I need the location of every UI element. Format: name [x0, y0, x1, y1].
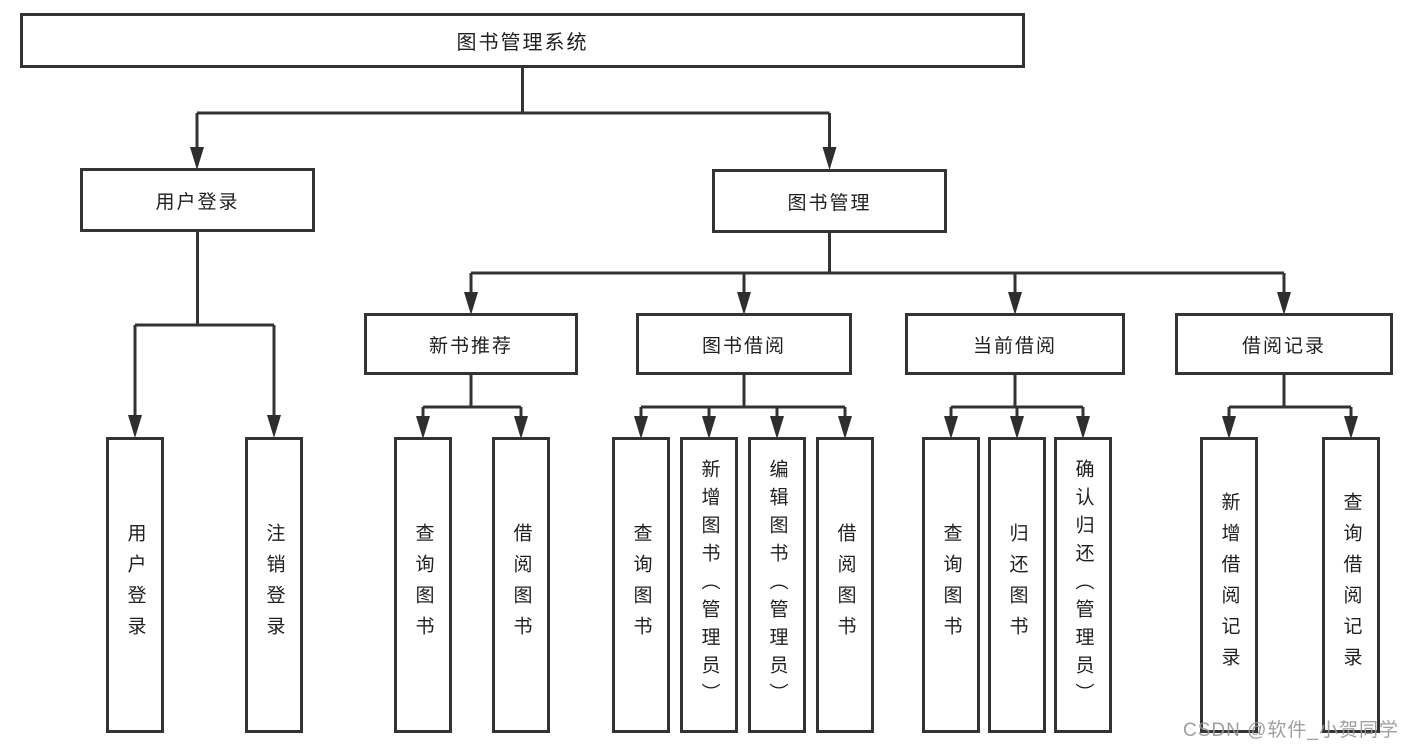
leaf-borrow-books-recommend: 借阅图书	[492, 437, 550, 733]
leaf-edit-books-admin: 编辑图书（管理员）	[748, 437, 806, 733]
leaf-borrow-books-borrow: 借阅图书	[816, 437, 874, 733]
node-current-borrow: 当前借阅	[905, 313, 1125, 375]
leaf-confirm-return-admin: 确认归还（管理员）	[1054, 437, 1112, 733]
node-book-management: 图书管理	[712, 169, 947, 233]
leaf-add-books-admin: 新增图书（管理员）	[680, 437, 738, 733]
node-new-book-recommend: 新书推荐	[364, 313, 578, 375]
leaf-query-borrow-record: 查询借阅记录	[1322, 437, 1380, 733]
leaf-add-borrow-record: 新增借阅记录	[1200, 437, 1258, 733]
leaf-logout-login: 注销登录	[245, 437, 303, 733]
node-library-system-root: 图书管理系统	[20, 13, 1025, 68]
node-borrow-records: 借阅记录	[1175, 313, 1393, 375]
leaf-query-books-current: 查询图书	[922, 437, 980, 733]
node-book-borrow: 图书借阅	[636, 313, 852, 375]
leaf-return-books: 归还图书	[988, 437, 1046, 733]
leaf-user-login: 用户登录	[106, 437, 164, 733]
leaf-query-books-borrow: 查询图书	[612, 437, 670, 733]
leaf-query-books-recommend: 查询图书	[394, 437, 452, 733]
node-user-login: 用户登录	[80, 168, 315, 232]
csdn-watermark: CSDN @软件_小贺同学	[1183, 720, 1399, 741]
